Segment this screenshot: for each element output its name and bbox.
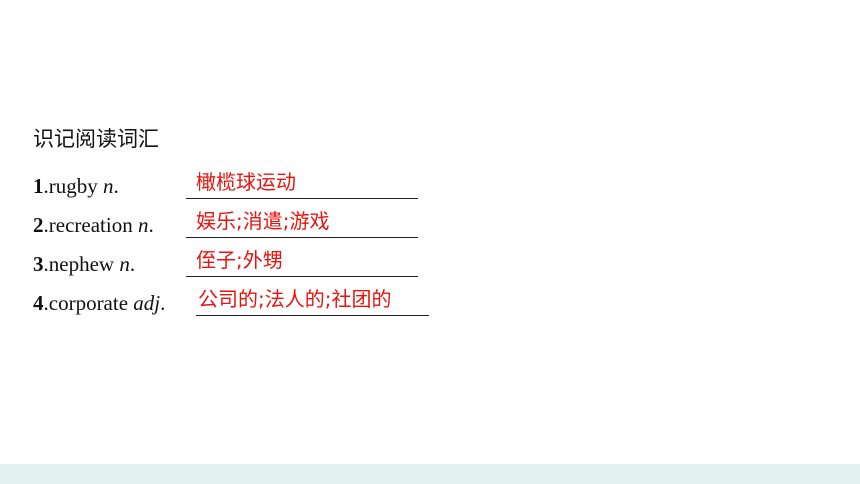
vocab-word: .recreation <box>43 213 138 237</box>
answer-text: 娱乐;消遣;游戏 <box>196 209 330 233</box>
vocab-word: .rugby <box>43 174 103 198</box>
item-number: 2 <box>33 213 44 237</box>
answer-blank: 娱乐;消遣;游戏 <box>186 205 418 238</box>
vocab-item: 3.nephew n. 侄子;外甥 <box>33 246 433 280</box>
vocab-term: 1.rugby n. <box>33 174 119 198</box>
punctuation: . <box>129 252 136 276</box>
vocab-term: 4.corporate adj. <box>33 291 165 315</box>
part-of-speech: adj <box>133 291 161 315</box>
bottom-band <box>0 464 860 484</box>
answer-text: 公司的;法人的;社团的 <box>198 287 392 311</box>
answer-text: 橄榄球运动 <box>196 170 296 194</box>
item-number: 3 <box>33 252 44 276</box>
vocab-item: 2.recreation n. 娱乐;消遣;游戏 <box>33 207 433 241</box>
punctuation: . <box>148 213 154 237</box>
punctuation: . <box>160 291 166 315</box>
part-of-speech: n <box>137 213 149 237</box>
vocab-item: 1.rugby n. 橄榄球运动 <box>33 168 433 202</box>
answer-text: 侄子;外甥 <box>196 248 283 272</box>
vocab-word: .nephew <box>43 252 120 276</box>
part-of-speech: n <box>119 252 130 276</box>
vocab-word: .corporate <box>43 291 134 315</box>
part-of-speech: n <box>103 174 114 198</box>
punctuation: . <box>113 174 119 198</box>
answer-blank: 侄子;外甥 <box>186 244 418 277</box>
vocab-term: 3.nephew n. <box>33 252 135 276</box>
item-number: 4 <box>33 291 44 315</box>
answer-blank: 公司的;法人的;社团的 <box>196 283 429 316</box>
answer-blank: 橄榄球运动 <box>186 166 418 199</box>
vocab-item: 4.corporate adj. 公司的;法人的;社团的 <box>33 285 453 319</box>
section-heading: 识记阅读词汇 <box>33 127 159 151</box>
item-number: 1 <box>33 174 44 198</box>
vocab-term: 2.recreation n. <box>33 213 154 237</box>
